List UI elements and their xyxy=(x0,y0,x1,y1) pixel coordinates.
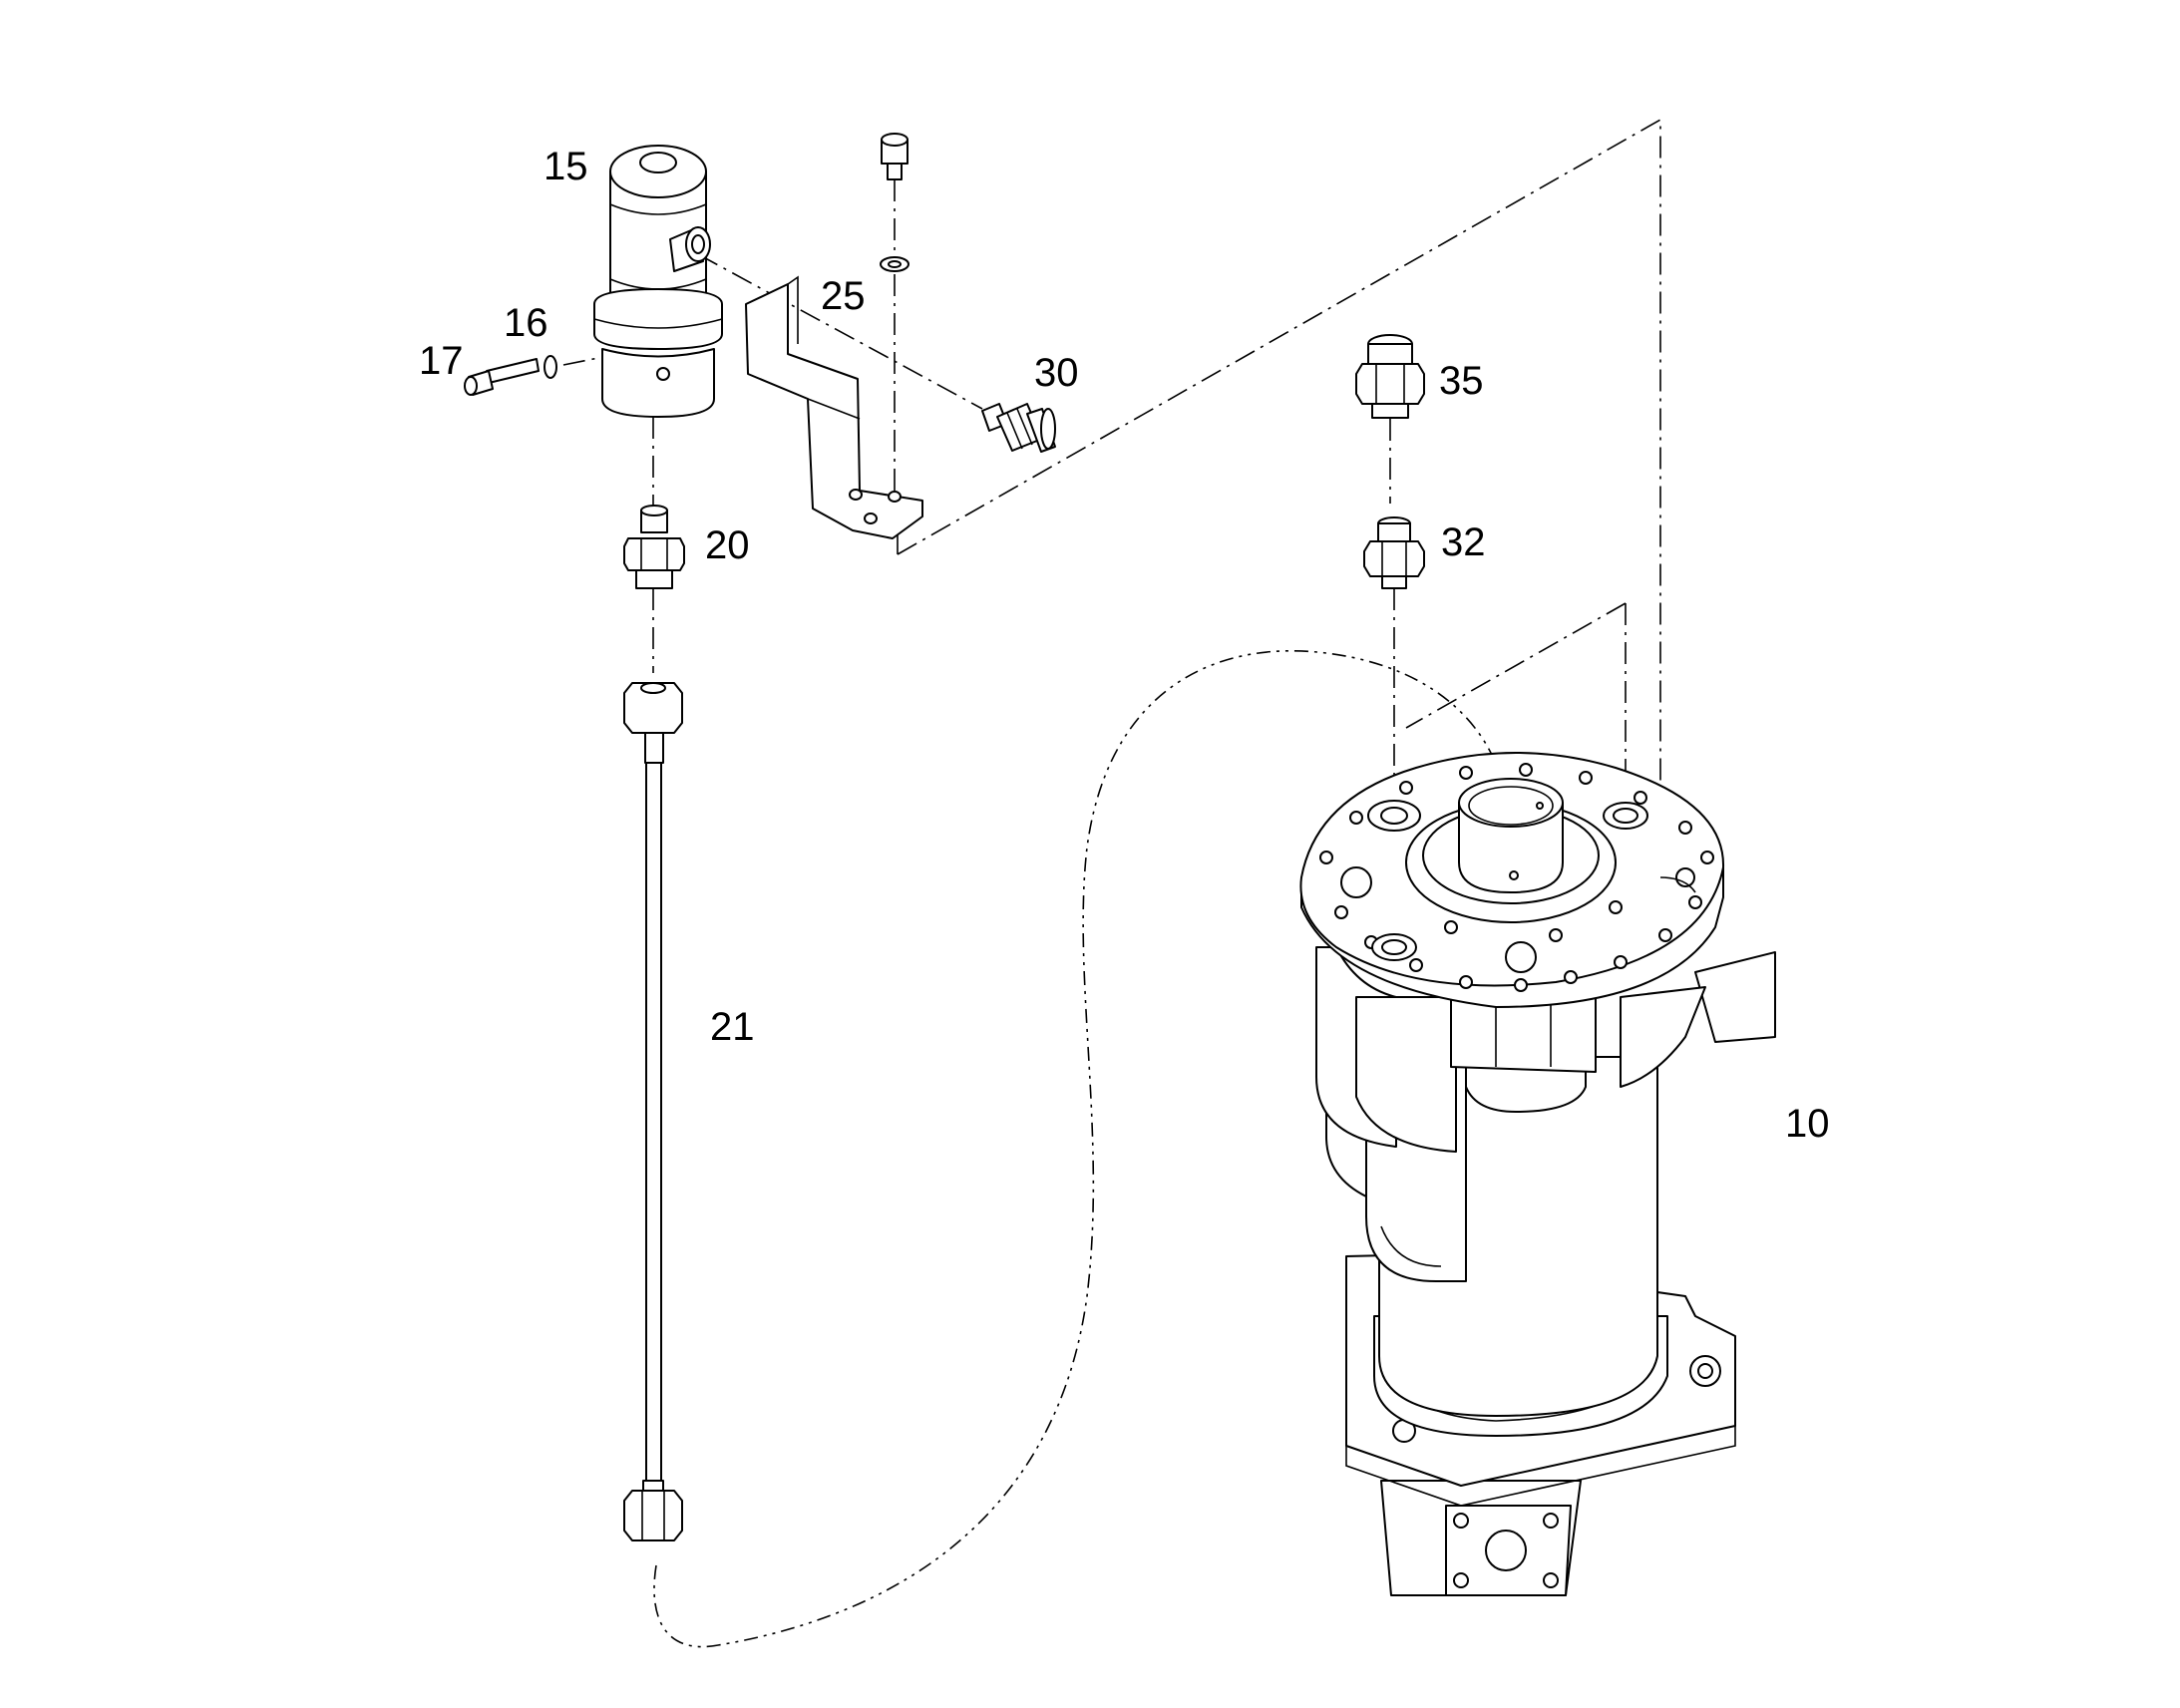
callout-20: 20 xyxy=(705,523,750,567)
callout-32: 32 xyxy=(1441,520,1486,564)
fitting-part-30 xyxy=(981,403,1056,453)
callout-16: 16 xyxy=(504,301,548,345)
fitting-part-20 xyxy=(623,505,685,589)
callout-10: 10 xyxy=(1785,1102,1830,1146)
fitting-part-35 xyxy=(1355,334,1425,419)
top-plate-bolt-holes xyxy=(1319,763,1714,992)
callout-25: 25 xyxy=(821,274,866,318)
callout-17: 17 xyxy=(419,339,464,383)
callout-30: 30 xyxy=(1034,351,1079,395)
callout-21: 21 xyxy=(710,1005,755,1049)
lock-washer-part-16 xyxy=(544,355,557,379)
callout-15: 15 xyxy=(544,145,588,188)
pressure-valve-part-15 xyxy=(593,145,723,418)
callout-35: 35 xyxy=(1439,359,1484,403)
top-plate-ports xyxy=(1367,800,1696,961)
assembly-centerlines xyxy=(498,118,1661,1648)
screw-part-17 xyxy=(464,358,540,396)
bracket-part-25 xyxy=(745,133,923,539)
callout-labels: 15 16 17 20 21 25 30 32 35 10 xyxy=(419,145,1830,1146)
tube-part-21 xyxy=(623,682,683,1541)
hydraulic-unit-part-10 xyxy=(1299,752,1776,1596)
fitting-part-32 xyxy=(1363,516,1425,589)
